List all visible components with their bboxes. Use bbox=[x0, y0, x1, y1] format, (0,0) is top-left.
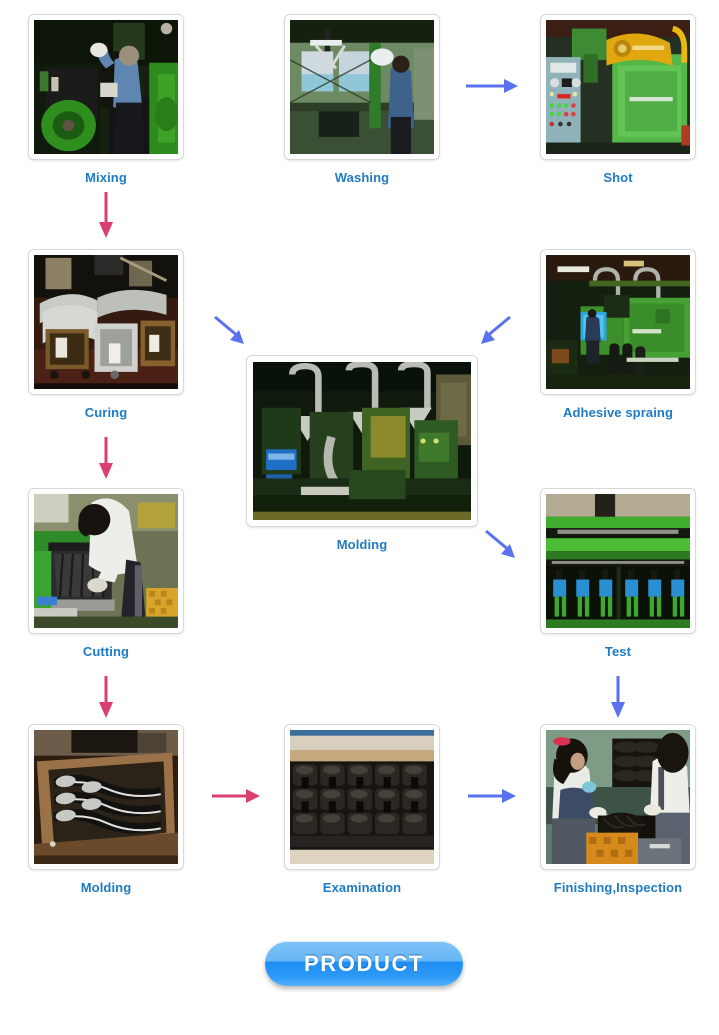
arrow-washing-to-shot bbox=[466, 78, 518, 94]
step-curing-photo bbox=[34, 255, 178, 389]
step-examination-photo bbox=[290, 730, 434, 864]
step-cutting[interactable]: Cutting bbox=[28, 488, 184, 660]
arrow-adhesive-to-molding bbox=[477, 315, 511, 346]
step-molding-center[interactable]: Molding bbox=[246, 355, 478, 553]
step-shot-photo-frame bbox=[540, 14, 696, 160]
step-washing[interactable]: Washing bbox=[284, 14, 440, 186]
step-curing[interactable]: Curing bbox=[28, 249, 184, 421]
step-test-photo-frame bbox=[540, 488, 696, 634]
step-examination-label: Examination bbox=[322, 880, 402, 895]
arrow-molding-to-examination bbox=[212, 788, 260, 804]
step-test-photo bbox=[546, 494, 690, 628]
step-curing-label: Curing bbox=[84, 405, 128, 420]
arrow-test-to-finishing bbox=[610, 676, 626, 718]
step-test[interactable]: Test bbox=[540, 488, 696, 660]
step-adhesive-spraing-photo bbox=[546, 255, 690, 389]
step-test-label: Test bbox=[604, 644, 632, 659]
step-molding-bottom-label: Molding bbox=[80, 880, 132, 895]
arrow-examination-to-finishing bbox=[468, 788, 516, 804]
step-finishing-inspection[interactable]: Finishing,Inspection bbox=[540, 724, 696, 896]
step-examination-photo-frame bbox=[284, 724, 440, 870]
step-mixing-label: Mixing bbox=[85, 170, 127, 185]
step-molding-bottom-photo-frame bbox=[28, 724, 184, 870]
arrow-cutting-to-molding bbox=[98, 676, 114, 718]
step-cutting-label: Cutting bbox=[82, 644, 130, 659]
step-adhesive-spraing-photo-frame bbox=[540, 249, 696, 395]
step-molding-bottom[interactable]: Molding bbox=[28, 724, 184, 896]
step-cutting-photo-frame bbox=[28, 488, 184, 634]
step-molding-center-label: Molding bbox=[336, 537, 388, 552]
step-curing-photo-frame bbox=[28, 249, 184, 395]
step-finishing-inspection-label: Finishing,Inspection bbox=[553, 880, 683, 895]
arrow-curing-to-cutting bbox=[98, 437, 114, 479]
step-molding-center-photo bbox=[253, 362, 471, 520]
product-button[interactable]: PRODUCT bbox=[265, 941, 463, 986]
step-shot-photo bbox=[546, 20, 690, 154]
step-examination[interactable]: Examination bbox=[284, 724, 440, 896]
step-washing-photo-frame bbox=[284, 14, 440, 160]
step-finishing-inspection-photo-frame bbox=[540, 724, 696, 870]
step-mixing[interactable]: Mixing bbox=[28, 14, 184, 186]
step-mixing-photo-frame bbox=[28, 14, 184, 160]
step-adhesive-spraing-label: Adhesive spraing bbox=[563, 405, 673, 420]
step-molding-center-photo-frame bbox=[246, 355, 478, 527]
step-mixing-photo bbox=[34, 20, 178, 154]
step-finishing-inspection-photo bbox=[546, 730, 690, 864]
step-shot[interactable]: Shot bbox=[540, 14, 696, 186]
arrow-molding-to-test bbox=[485, 529, 519, 560]
step-molding-bottom-photo bbox=[34, 730, 178, 864]
arrow-mixing-to-curing bbox=[98, 192, 114, 238]
step-adhesive-spraing[interactable]: Adhesive spraing bbox=[540, 249, 696, 421]
step-washing-photo bbox=[290, 20, 434, 154]
arrow-curing-to-molding bbox=[214, 315, 248, 346]
step-shot-label: Shot bbox=[603, 170, 633, 185]
step-cutting-photo bbox=[34, 494, 178, 628]
step-washing-label: Washing bbox=[334, 170, 390, 185]
